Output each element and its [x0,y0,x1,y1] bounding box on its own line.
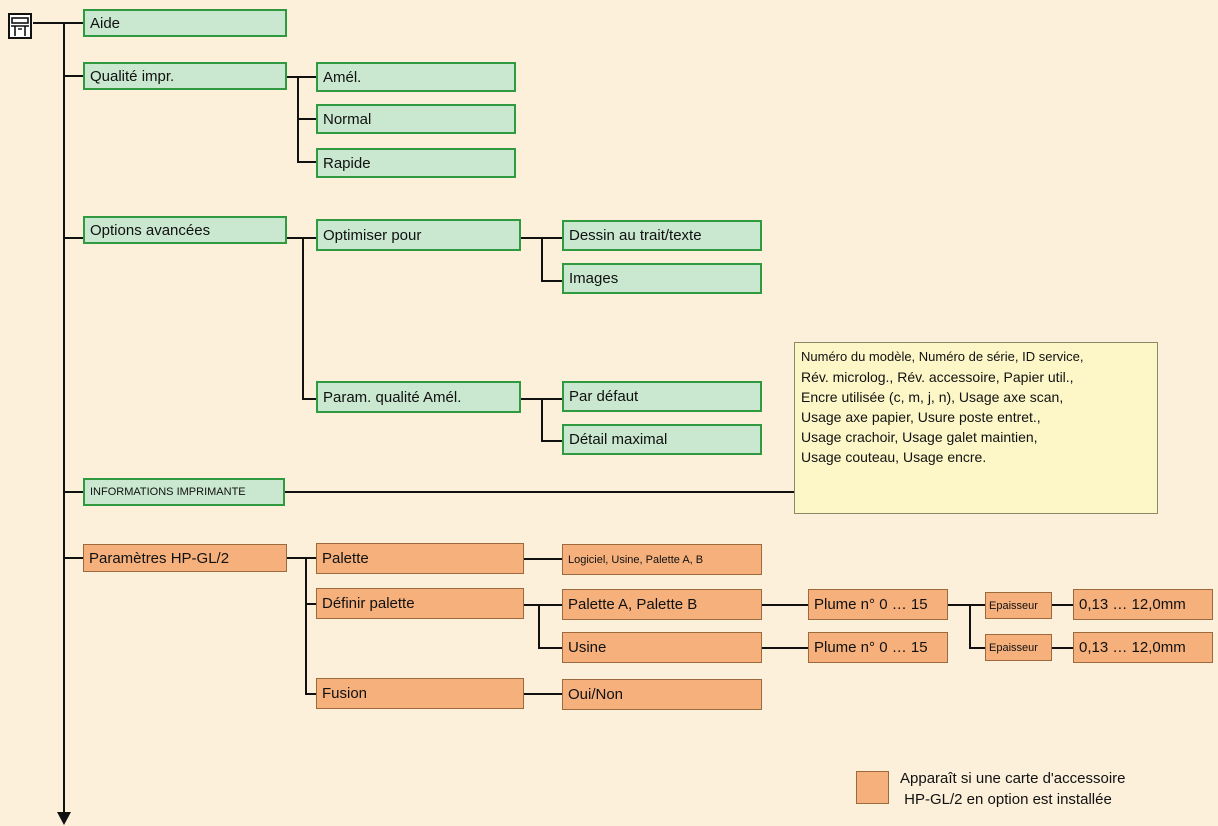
menu-item-amel[interactable]: Amél. [316,62,516,92]
connector [541,280,562,282]
connector [969,647,985,649]
main-trunk-line [63,22,65,814]
connector [297,118,316,120]
connector [287,76,316,78]
connector [63,557,83,559]
menu-item-epaisseur[interactable]: Epaisseur [985,592,1052,619]
connector [538,604,540,648]
menu-item-palette-values[interactable]: Logiciel, Usine, Palette A, B [562,544,762,575]
legend-text: Apparaît si une carte d'accessoire HP-GL… [900,768,1218,810]
menu-item-detail-maximal[interactable]: Détail maximal [562,424,762,455]
menu-item-plume[interactable]: Plume n° 0 … 15 [808,589,948,620]
menu-item-parametres-hpgl2[interactable]: Paramètres HP-GL/2 [83,544,287,572]
connector [63,75,83,77]
legend-line: Apparaît si une carte d'accessoire [900,770,1126,787]
menu-item-epaisseur[interactable]: Epaisseur [985,634,1052,661]
connector [538,647,562,649]
menu-item-images[interactable]: Images [562,263,762,294]
connector [762,647,808,649]
menu-item-par-defaut[interactable]: Par défaut [562,381,762,412]
connector [287,237,316,239]
connector [63,237,83,239]
info-line: Usage couteau, Usage encre. [801,449,987,465]
connector [524,604,562,606]
menu-item-informations-imprimante[interactable]: INFORMATIONS IMPRIMANTE [83,478,285,506]
menu-item-fusion[interactable]: Fusion [316,678,524,709]
down-arrow-icon [57,812,71,825]
info-line: Usage crachoir, Usage galet maintien, [801,429,1038,445]
connector [287,557,316,559]
connector [1052,647,1073,649]
menu-item-usine[interactable]: Usine [562,632,762,663]
menu-item-oui-non[interactable]: Oui/Non [562,679,762,710]
connector [305,557,307,694]
connector [302,237,304,400]
connector [33,22,63,24]
menu-item-qualite-impr[interactable]: Qualité impr. [83,62,287,90]
connector [1052,604,1073,606]
menu-item-palette[interactable]: Palette [316,543,524,574]
printer-icon [8,13,32,39]
menu-item-normal[interactable]: Normal [316,104,516,134]
menu-item-dessin-trait-texte[interactable]: Dessin au trait/texte [562,220,762,251]
info-line: Encre utilisée (c, m, j, n), Usage axe s… [801,389,1064,405]
connector [541,237,543,281]
menu-item-options-avancees[interactable]: Options avancées [83,216,287,244]
menu-item-definir-palette[interactable]: Définir palette [316,588,524,619]
printer-info-details: Numéro du modèle, Numéro de série, ID se… [794,342,1158,514]
connector [969,604,971,648]
menu-item-optimiser-pour[interactable]: Optimiser pour [316,219,521,251]
connector [541,440,562,442]
info-line: Usage axe papier, Usure poste entret., [801,409,1041,425]
connector [285,491,794,493]
legend-line: HP-GL/2 en option est installée [900,791,1112,808]
connector [524,693,562,695]
menu-item-aide[interactable]: Aide [83,9,287,37]
connector [541,398,543,441]
menu-item-palette-a-b[interactable]: Palette A, Palette B [562,589,762,620]
menu-item-epaisseur-range[interactable]: 0,13 … 12,0mm [1073,632,1213,663]
menu-item-rapide[interactable]: Rapide [316,148,516,178]
legend-swatch [856,771,889,804]
menu-item-plume[interactable]: Plume n° 0 … 15 [808,632,948,663]
menu-item-epaisseur-range[interactable]: 0,13 … 12,0mm [1073,589,1213,620]
connector [63,22,83,24]
connector [63,491,83,493]
connector [297,161,316,163]
connector [948,604,985,606]
menu-item-param-qualite-amel[interactable]: Param. qualité Amél. [316,381,521,413]
connector [302,398,316,400]
info-line: Rév. microlog., Rév. accessoire, Papier … [801,369,1074,385]
connector [762,604,808,606]
connector [305,693,316,695]
connector [305,603,316,605]
info-line: Numéro du modèle, Numéro de série, ID se… [801,349,1084,364]
connector [524,558,562,560]
